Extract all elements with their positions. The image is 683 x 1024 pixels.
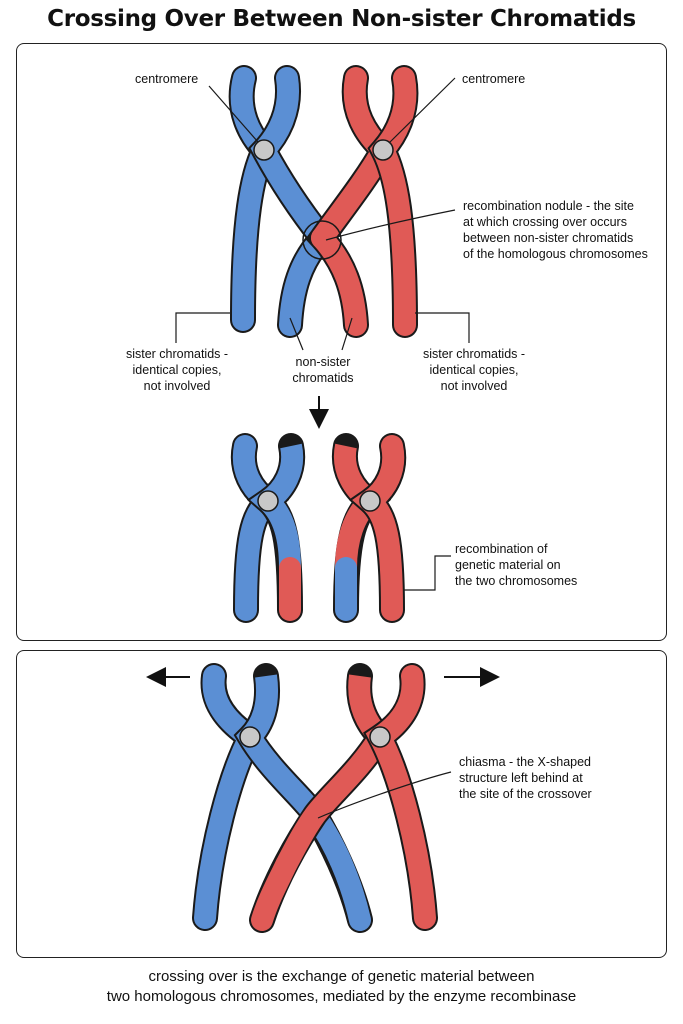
non-sister-chromatids-label: non-sister chromatids: [292, 355, 354, 385]
centromere-right-label: centromere: [462, 72, 526, 86]
nonsister-leader-right: [341, 317, 353, 351]
recombination-leader: [403, 555, 451, 591]
chiasma-label: chiasma - the X-shaped structure left be…: [459, 755, 592, 801]
blue-sister-chromatid-left: [228, 65, 280, 333]
centromere-left-leader: [208, 85, 259, 143]
recombination-label: recombination of genetic material on the…: [455, 542, 578, 588]
nodule-leader: [325, 209, 456, 241]
red-chromatid-crossover: [305, 65, 400, 338]
sister-left-leader: [175, 312, 230, 343]
blue-chromatid-crossover: [248, 65, 340, 338]
centromere-icon: [257, 490, 279, 512]
chiasma-chromosomes: [192, 663, 438, 933]
chiasma-leader: [317, 771, 452, 819]
top-chromosomes: [228, 65, 419, 338]
centromere-left-label: centromere: [135, 72, 199, 86]
centromere-icon: [369, 726, 391, 748]
centromere-icon: [359, 490, 381, 512]
centromere-right-icon: [372, 139, 394, 161]
red-sister-chromatid-right: [367, 65, 419, 338]
nonsister-leader-left: [289, 317, 304, 351]
recombined-chromosomes: [230, 433, 407, 623]
sister-right-leader: [415, 312, 470, 343]
centromere-icon: [239, 726, 261, 748]
sister-chromatids-left-label: sister chromatids - identical copies, no…: [125, 347, 229, 393]
nodule-label: recombination nodule - the site at which…: [463, 199, 648, 261]
sister-chromatids-right-label: sister chromatids - identical copies, no…: [422, 347, 526, 393]
centromere-right-leader: [388, 77, 456, 144]
page-title: Crossing Over Between Non-sister Chromat…: [47, 6, 636, 32]
recombination-nodule-icon: [302, 220, 342, 260]
top-leader-lines: [175, 77, 470, 351]
caption: crossing over is the exchange of genetic…: [106, 968, 577, 1005]
centromere-left-icon: [253, 139, 275, 161]
